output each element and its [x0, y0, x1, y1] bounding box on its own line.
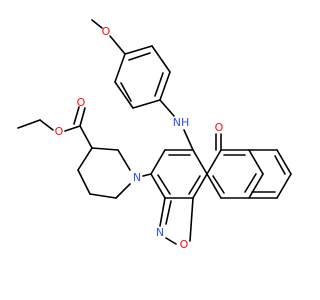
bond [17, 119, 41, 129]
bond [159, 99, 175, 117]
bond [183, 129, 194, 151]
bond [206, 149, 222, 175]
bond [244, 173, 257, 193]
bond [276, 173, 292, 199]
bond [276, 149, 292, 175]
oxygen-atom-ester-ether: O [55, 125, 64, 138]
bond [274, 155, 286, 175]
bond [151, 45, 171, 73]
bond [79, 107, 86, 127]
bond [120, 82, 132, 102]
bonds [17, 19, 292, 245]
nitrogen-atom-piperidine: N [133, 171, 141, 184]
bond [157, 174, 171, 195]
bond [77, 169, 91, 195]
bond [188, 175, 201, 195]
bond [206, 173, 222, 199]
bond [128, 52, 151, 61]
bond [39, 119, 54, 131]
oxygen-atom-ester-carbonyl: O [77, 96, 86, 109]
bond [115, 183, 131, 199]
bond [91, 19, 103, 29]
bond [248, 149, 264, 175]
bond [114, 81, 134, 109]
bond [192, 149, 208, 175]
oxygen-atom-methoxy: O [102, 25, 111, 38]
bond [150, 173, 166, 199]
bond [165, 237, 177, 245]
bond [159, 197, 166, 227]
bond [64, 125, 81, 132]
bond [150, 149, 166, 175]
molecule-structure: O NH O N N O O O [17, 19, 292, 251]
bond [73, 106, 80, 125]
bond [109, 35, 126, 55]
bond [117, 149, 131, 171]
bond [248, 173, 264, 199]
bond [165, 200, 172, 225]
bond [154, 72, 164, 97]
bond [77, 147, 93, 171]
bond [89, 193, 117, 199]
oxygen-atom-ketone: O [215, 121, 224, 134]
atom-labels: O NH O N N O O O [55, 25, 224, 251]
nitrogen-atom-isoxazole: N [156, 226, 164, 239]
bond [132, 99, 161, 109]
bond [192, 173, 208, 199]
bond [91, 147, 119, 151]
bond [212, 175, 225, 194]
nitrogen-atom-amine: NH [173, 116, 190, 129]
oxygen-atom-isoxazole: O [180, 238, 189, 251]
bond [79, 125, 93, 149]
bond [142, 173, 152, 177]
bond [159, 71, 171, 101]
bond [189, 197, 194, 242]
bond [114, 53, 126, 83]
bond [124, 45, 153, 55]
